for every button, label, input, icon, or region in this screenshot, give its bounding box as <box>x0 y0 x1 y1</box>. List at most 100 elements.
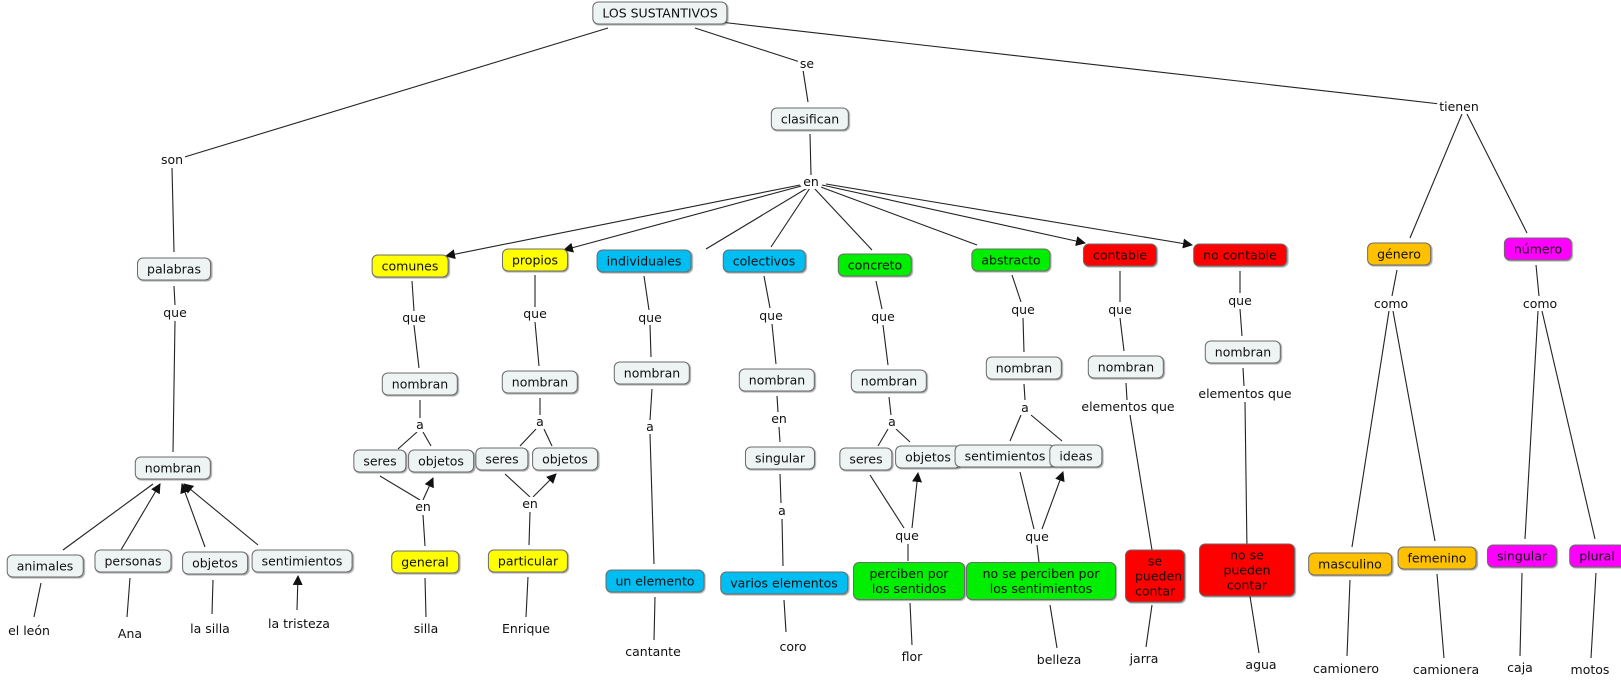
link-que-no-contable: que <box>1226 293 1254 308</box>
node-propios[interactable]: propios <box>501 248 569 272</box>
node-objetos-left[interactable]: objetos <box>182 551 248 575</box>
node-particular[interactable]: particular <box>487 549 569 573</box>
connector-line <box>649 388 653 421</box>
connector-line <box>172 320 176 453</box>
node-abstracto-ideas[interactable]: ideas <box>1049 444 1103 468</box>
connector-line <box>413 324 420 369</box>
connector-line <box>519 428 537 447</box>
link-en-propios: en <box>520 496 540 511</box>
node-comunes-seres[interactable]: seres <box>353 449 407 473</box>
node-contable[interactable]: contable <box>1082 243 1158 267</box>
node-genero[interactable]: género <box>1367 242 1431 266</box>
node-no-perciben[interactable]: no se perciben por los sentimientos <box>966 562 1116 600</box>
node-concreto-objetos[interactable]: objetos <box>895 445 961 469</box>
node-individuales[interactable]: individuales <box>596 249 692 273</box>
example-silla: silla <box>411 621 441 636</box>
connector-line <box>778 426 781 443</box>
connector-line <box>909 602 913 646</box>
example-flor: flor <box>899 649 925 664</box>
node-abstracto-sentimientos[interactable]: sentimientos <box>954 444 1056 468</box>
node-clasifican[interactable]: clasifican <box>770 107 850 131</box>
connector-line <box>445 184 801 260</box>
node-concreto-seres[interactable]: seres <box>839 447 893 471</box>
node-masculino[interactable]: masculino <box>1308 552 1392 576</box>
link-que-concreto-low: que <box>893 528 921 543</box>
connector-line <box>813 187 873 251</box>
connector-line <box>1019 471 1035 530</box>
node-comunes-nombran[interactable]: nombran <box>381 372 459 396</box>
connector-line <box>1125 382 1128 401</box>
node-general[interactable]: general <box>391 550 459 574</box>
node-numero[interactable]: número <box>1503 237 1573 261</box>
example-caja: caja <box>1505 660 1535 675</box>
connector-line <box>1244 401 1248 552</box>
node-colectivos[interactable]: colectivos <box>722 249 806 273</box>
node-comunes-objetos[interactable]: objetos <box>408 449 474 473</box>
node-sentimientos-left[interactable]: sentimientos <box>251 549 353 573</box>
connector-line <box>1023 383 1026 401</box>
node-abstracto[interactable]: abstracto <box>971 248 1051 272</box>
connector-line <box>705 186 810 250</box>
connector-line <box>1009 414 1022 442</box>
connector-line <box>292 575 303 611</box>
node-propios-nombran[interactable]: nombran <box>501 370 579 394</box>
link-que-contable: que <box>1106 302 1134 317</box>
node-palabras[interactable]: palabras <box>137 257 211 281</box>
connector-line <box>1239 308 1243 337</box>
link-tienen: tienen <box>1437 99 1481 114</box>
node-plural[interactable]: plural <box>1569 544 1621 568</box>
node-comunes[interactable]: comunes <box>371 254 449 278</box>
node-perciben[interactable]: perciben por los sentidos <box>853 562 965 600</box>
node-no-contable[interactable]: no contable <box>1193 243 1287 267</box>
example-belleza: belleza <box>1034 652 1084 667</box>
connector-line <box>422 431 432 447</box>
node-individuales-nombran[interactable]: nombran <box>613 361 691 385</box>
connector-line <box>1248 589 1260 654</box>
connector-line <box>1590 572 1597 659</box>
connector-line <box>649 433 655 565</box>
node-abstracto-nombran[interactable]: nombran <box>985 356 1063 380</box>
root-node[interactable]: LOS SUSTANTIVOS <box>592 1 728 25</box>
connector-line <box>802 69 809 103</box>
link-en-comunes: en <box>413 499 433 514</box>
connector-line <box>882 324 889 366</box>
connector-line <box>783 599 787 633</box>
connector-line <box>126 577 131 618</box>
link-elementos-que-contable: elementos que <box>1079 399 1177 414</box>
node-animales[interactable]: animales <box>6 554 84 578</box>
node-un-elemento[interactable]: un elemento <box>605 569 705 593</box>
connector-line <box>379 475 421 501</box>
example-la-tristeza: la tristeza <box>266 616 332 631</box>
connector-line <box>779 473 782 504</box>
node-se-pueden-contar[interactable]: se pueden contar <box>1125 549 1185 603</box>
example-jarra: jarra <box>1127 651 1161 666</box>
node-singular-num[interactable]: singular <box>1486 544 1558 568</box>
connector-line <box>1436 573 1445 659</box>
link-como-genero: como <box>1371 296 1411 311</box>
connector-line <box>877 428 889 447</box>
node-nombran-left[interactable]: nombran <box>134 456 212 480</box>
node-propios-seres[interactable]: seres <box>475 447 529 471</box>
node-no-se-pueden-contar[interactable]: no se pueden contar <box>1199 543 1295 597</box>
connector-line <box>1036 544 1040 563</box>
connector-line <box>770 187 811 248</box>
link-elementos-que-no-contable: elementos que <box>1196 386 1294 401</box>
connector-line <box>525 576 529 618</box>
node-no-contable-nombran[interactable]: nombran <box>1204 340 1282 364</box>
connector-line <box>643 275 650 311</box>
node-femenino[interactable]: femenino <box>1397 546 1477 570</box>
example-motos: motos <box>1568 662 1612 677</box>
node-concreto[interactable]: concreto <box>837 253 913 277</box>
node-colectivos-nombran[interactable]: nombran <box>738 368 816 392</box>
node-propios-objetos[interactable]: objetos <box>532 447 598 471</box>
connector-line <box>1535 264 1540 297</box>
node-contable-nombran[interactable]: nombran <box>1087 355 1165 379</box>
example-camionera: camionera <box>1410 662 1482 677</box>
node-singular-col[interactable]: singular <box>744 446 816 470</box>
node-concreto-nombran[interactable]: nombran <box>850 369 928 393</box>
link-que-colectivos: que <box>757 308 785 323</box>
node-personas[interactable]: personas <box>94 549 172 573</box>
connector-line <box>1129 414 1153 551</box>
node-varios-elementos[interactable]: varios elementos <box>720 571 848 595</box>
